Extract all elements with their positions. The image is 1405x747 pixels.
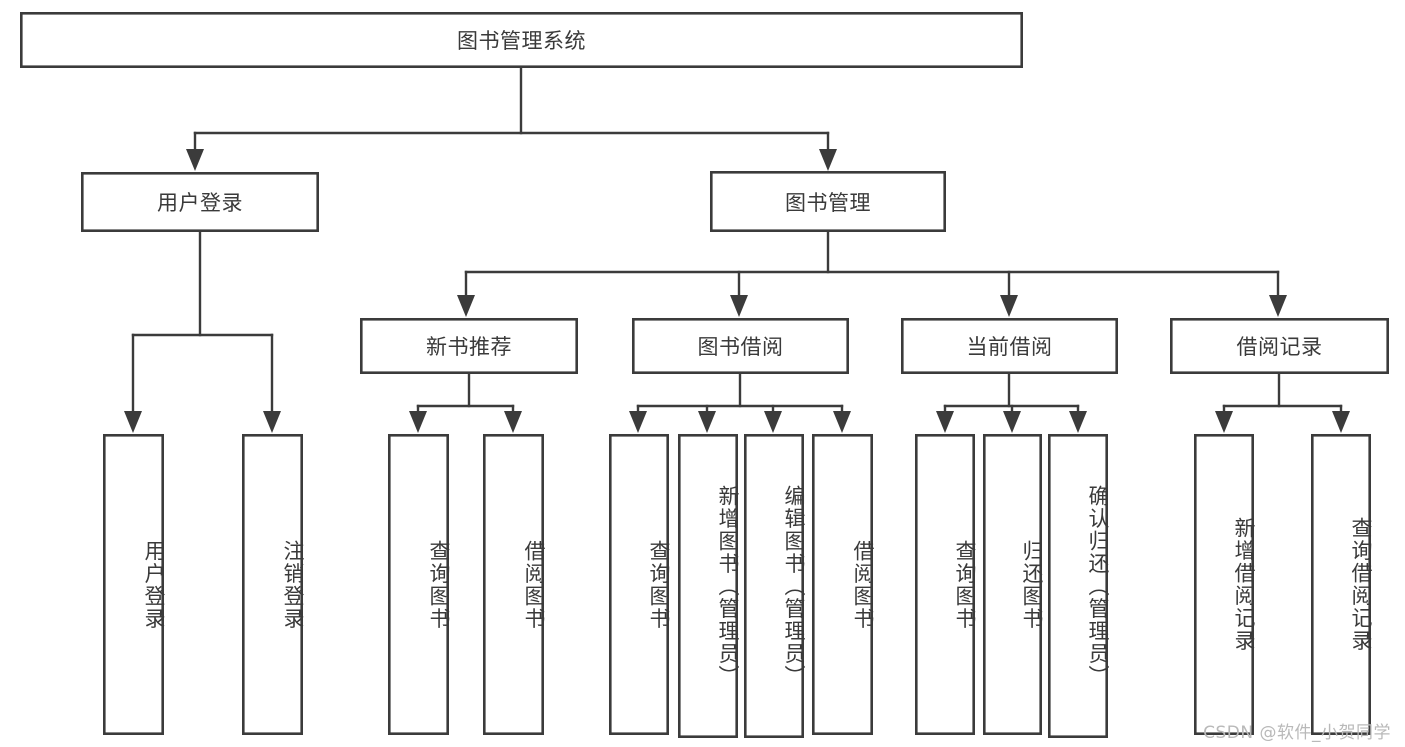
node-box-leaf-return-book[interactable] <box>982 433 1042 735</box>
connector-new-book-recommend-to-leaves <box>409 372 522 433</box>
arrow-head-1 <box>1332 411 1350 433</box>
arrow-head-0 <box>186 149 204 171</box>
connector-root-to-level2 <box>186 66 837 171</box>
connector-layer <box>124 66 1350 433</box>
connector-user-login-to-leaves <box>124 230 281 433</box>
arrow-head-2 <box>764 411 782 433</box>
node-box-leaf-borrow-book-recommend[interactable] <box>482 433 544 735</box>
node-box-user-login[interactable] <box>81 172 319 233</box>
node-box-book-borrow[interactable] <box>631 317 849 374</box>
arrow-head-3 <box>833 411 851 433</box>
arrow-head-1 <box>698 411 716 433</box>
arrow-head-2 <box>1069 411 1087 433</box>
node-box-leaf-confirm-return[interactable] <box>1048 433 1109 738</box>
node-box-leaf-user-login[interactable] <box>103 433 165 735</box>
node-box-leaf-edit-book[interactable] <box>743 433 804 738</box>
arrow-head-0 <box>409 411 427 433</box>
node-box-new-book-recommend[interactable] <box>359 317 578 374</box>
arrow-head-0 <box>124 411 142 433</box>
arrow-head-0 <box>629 411 647 433</box>
connector-book-borrow-to-leaves <box>629 372 851 433</box>
node-box-leaf-query-book-borrow[interactable] <box>608 433 669 735</box>
watermark-text: CSDN @软件_小贺同学 <box>1203 723 1391 743</box>
node-box-leaf-query-book-current[interactable] <box>914 433 975 735</box>
node-box-layer <box>19 12 1390 738</box>
node-box-root[interactable] <box>19 12 1024 69</box>
arrow-head-0 <box>936 411 954 433</box>
arrow-head-1 <box>263 411 281 433</box>
node-box-book-management[interactable] <box>709 171 946 233</box>
node-box-leaf-query-borrow-record[interactable] <box>1311 433 1372 735</box>
arrow-head-2 <box>1000 295 1018 317</box>
arrow-head-0 <box>457 295 475 317</box>
arrow-head-1 <box>1003 411 1021 433</box>
arrow-head-1 <box>730 295 748 317</box>
node-box-leaf-logout[interactable] <box>242 433 304 735</box>
connector-book-management-to-level3 <box>457 230 1287 317</box>
node-box-leaf-borrow-book[interactable] <box>811 433 873 735</box>
arrow-head-3 <box>1269 295 1287 317</box>
node-box-leaf-query-book-recommend[interactable] <box>387 433 449 735</box>
connector-borrow-record-to-leaves <box>1215 372 1350 433</box>
node-box-borrow-record[interactable] <box>1170 317 1390 374</box>
node-box-current-borrow[interactable] <box>900 317 1118 374</box>
connector-current-borrow-to-leaves <box>936 372 1087 433</box>
arrow-head-0 <box>1215 411 1233 433</box>
arrow-head-1 <box>819 149 837 171</box>
node-box-leaf-add-book[interactable] <box>677 433 738 738</box>
node-box-leaf-add-borrow-record[interactable] <box>1194 433 1255 735</box>
arrow-head-1 <box>504 411 522 433</box>
